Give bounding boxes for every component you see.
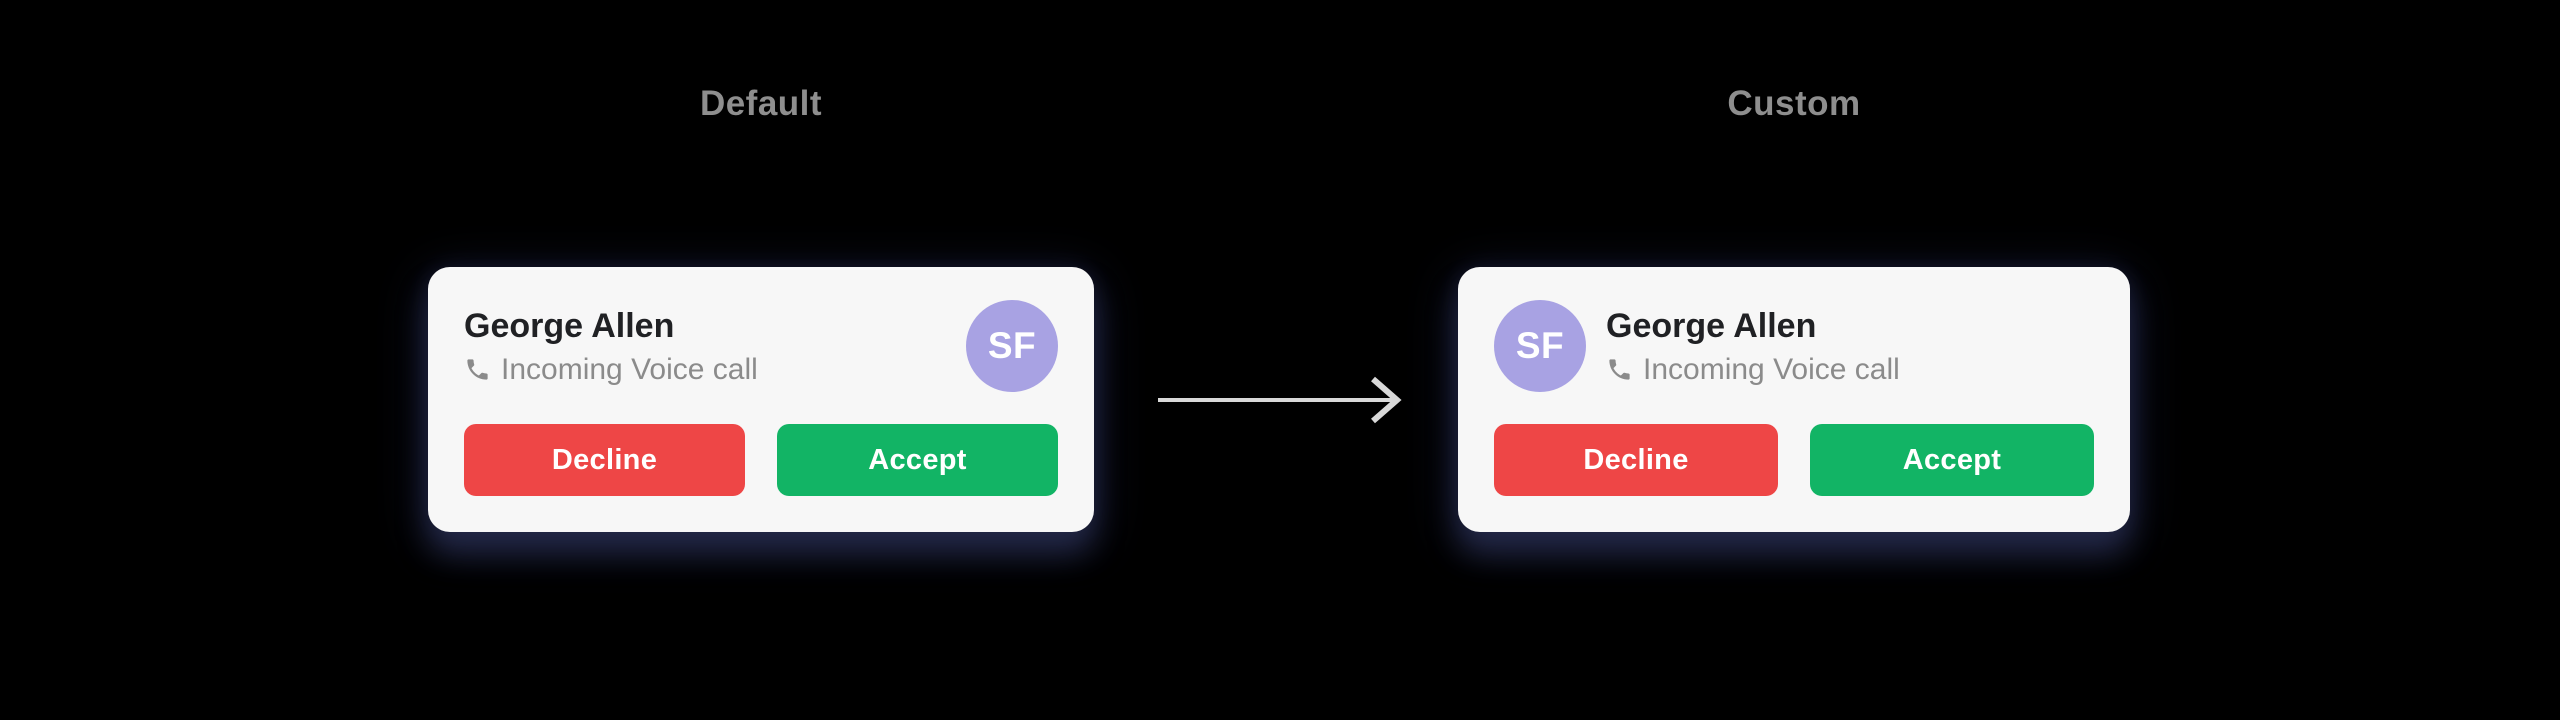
call-type-label: Incoming Voice call xyxy=(1643,353,1900,387)
call-notification-card-default: George Allen Incoming Voice call SF Decl… xyxy=(428,267,1094,532)
phone-icon xyxy=(1609,359,1630,381)
call-type-label: Incoming Voice call xyxy=(501,353,758,387)
avatar-initials: SF xyxy=(1515,325,1565,366)
call-type-row: Incoming Voice call xyxy=(464,353,758,386)
section-label-custom: Custom xyxy=(1727,84,1861,123)
caller-name: George Allen xyxy=(1606,306,1817,345)
arrow-right-icon xyxy=(1158,376,1402,424)
caller-text-block: George Allen Incoming Voice call xyxy=(464,306,758,387)
caller-name: George Allen xyxy=(464,306,675,345)
avatar: SF xyxy=(1494,300,1586,392)
call-notification-card-custom: SF George Allen Incoming Voice call Decl… xyxy=(1458,267,2130,532)
phone-icon xyxy=(467,359,488,381)
caller-text-block: George Allen Incoming Voice call xyxy=(1606,306,1900,387)
decline-button[interactable]: Decline xyxy=(464,424,745,496)
avatar: SF xyxy=(966,300,1058,392)
card-header: SF George Allen Incoming Voice call xyxy=(1494,300,2094,392)
call-type-row: Incoming Voice call xyxy=(1606,353,1900,386)
section-label-default: Default xyxy=(699,84,823,123)
card-header: George Allen Incoming Voice call SF xyxy=(464,300,1058,392)
decline-button[interactable]: Decline xyxy=(1494,424,1778,496)
avatar-initials: SF xyxy=(987,325,1037,366)
accept-button[interactable]: Accept xyxy=(777,424,1058,496)
call-actions: Decline Accept xyxy=(1494,424,2094,496)
accept-button[interactable]: Accept xyxy=(1810,424,2094,496)
call-actions: Decline Accept xyxy=(464,424,1058,496)
